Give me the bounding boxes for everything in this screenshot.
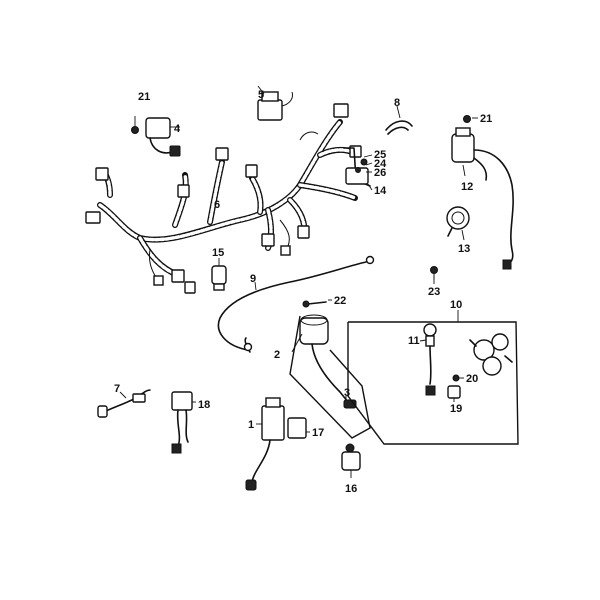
callout-15: 15 [212, 247, 224, 259]
flasher-bracket [343, 147, 373, 191]
callout-20: 20 [466, 373, 478, 385]
callout-25: 25 [374, 149, 386, 161]
callout-6: 6 [214, 199, 220, 211]
relay-18 [171, 391, 196, 454]
callout-labels: 21 4 5 8 21 25 24 26 14 12 6 13 15 9 23 … [114, 89, 492, 495]
callout-22: 22 [334, 295, 346, 307]
cdi-unit [245, 397, 285, 491]
sensor-lead [97, 389, 151, 418]
callout-12: 12 [461, 181, 473, 193]
callout-17: 17 [312, 427, 324, 439]
lock-set [347, 310, 519, 445]
callout-19: 19 [450, 403, 462, 415]
callout-8: 8 [394, 97, 400, 109]
callout-3: 3 [344, 387, 350, 399]
callout-5: 5 [258, 89, 264, 101]
main-wire-harness [85, 103, 362, 294]
sensor [211, 258, 227, 291]
callout-24: 24 [374, 158, 387, 170]
callout-21-right: 21 [480, 113, 492, 125]
battery-cable [217, 255, 375, 353]
callout-26: 26 [374, 167, 386, 179]
callout-16: 16 [345, 483, 357, 495]
callout-23: 23 [428, 286, 440, 298]
bolt-23 [430, 266, 438, 284]
wire-clamp [385, 105, 413, 135]
callout-21-top: 21 [138, 91, 150, 103]
callout-1: 1 [248, 419, 254, 431]
callout-13: 13 [458, 243, 470, 255]
callout-7: 7 [114, 383, 120, 395]
ignition-coil [451, 115, 514, 270]
sensor-16 [341, 443, 361, 478]
callout-18: 18 [198, 399, 210, 411]
relay-17 [287, 417, 310, 439]
callout-14: 14 [374, 185, 387, 197]
callout-11: 11 [408, 335, 420, 347]
callout-4: 4 [174, 123, 181, 135]
callout-2: 2 [274, 349, 280, 361]
callout-10: 10 [450, 299, 462, 311]
relay-assembly [131, 116, 181, 157]
horn [446, 206, 470, 241]
starter-relay-group [289, 314, 371, 439]
callout-9: 9 [250, 273, 256, 285]
bolt-22 [302, 299, 332, 308]
regulator-block [257, 85, 293, 121]
